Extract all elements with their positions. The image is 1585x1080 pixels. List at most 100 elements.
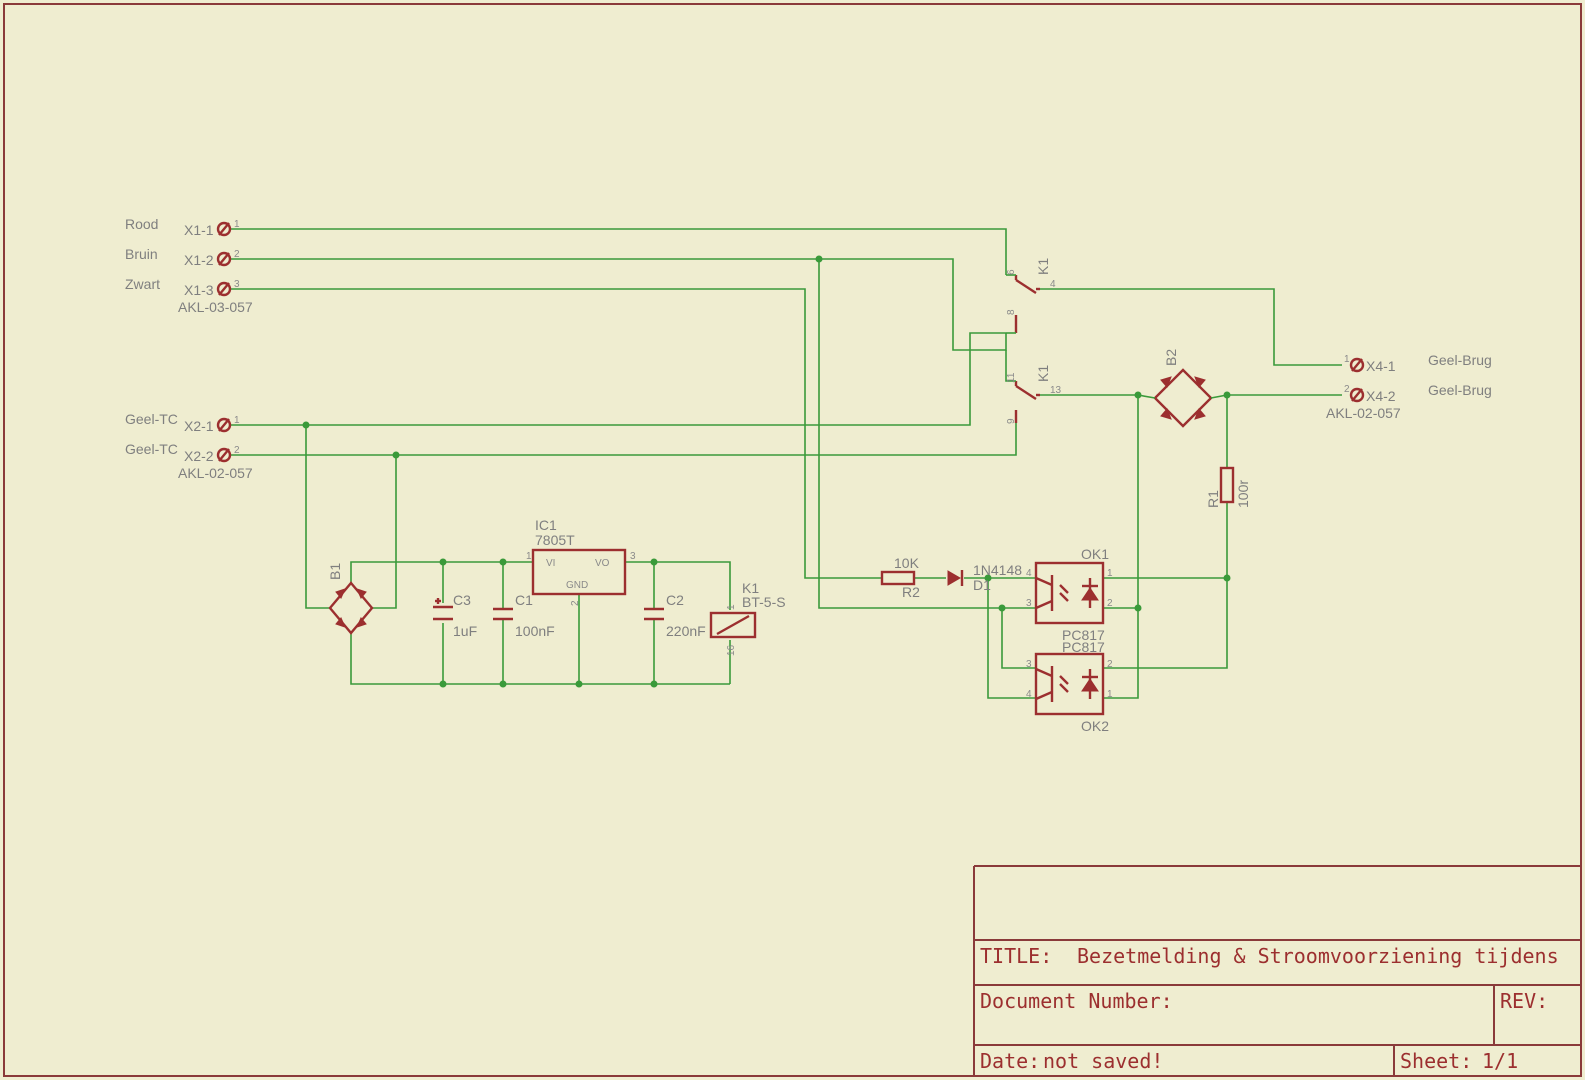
date-value: not saved!: [1043, 1049, 1163, 1073]
wire-label-bruin: Bruin: [125, 246, 158, 262]
pin-number: 2: [234, 249, 240, 260]
component-name-c1: C1: [515, 592, 533, 608]
pin-number: 2: [570, 600, 581, 606]
capacitor-c3[interactable]: C3 1uF: [433, 592, 477, 639]
connector-type-x1: AKL-03-057: [178, 299, 253, 315]
relay-contact-k1-lower[interactable]: K1 11 9 13: [1005, 350, 1062, 424]
pin-number: 13: [1050, 385, 1062, 396]
connector-x2[interactable]: Geel-TC Geel-TC X2-1 X2-2 1 2 AKL-02-057: [125, 411, 253, 481]
optocoupler-ok1[interactable]: OK1 PC817 4 3 1 2: [1026, 546, 1113, 643]
component-name-r1: R1: [1205, 490, 1221, 508]
pin-number: 1: [526, 551, 532, 562]
component-value-ok1: PC817: [1062, 627, 1105, 643]
connector-type-x4: AKL-02-057: [1326, 405, 1401, 421]
pin-number: 2: [234, 445, 240, 456]
pin-number: 3: [1026, 598, 1032, 609]
pin-number: 1: [1107, 689, 1113, 700]
sheet-value: 1/1: [1482, 1049, 1518, 1073]
pin-label-gnd: GND: [566, 580, 588, 591]
pin-number: 1: [234, 219, 240, 230]
component-name-b1: B1: [327, 563, 343, 580]
component-name-k1: K1: [742, 580, 759, 596]
component-name-ok1: OK1: [1081, 546, 1109, 562]
junctions: [302, 255, 1231, 688]
component-name-r2: R2: [902, 584, 920, 600]
pin-number: 1: [234, 415, 240, 426]
diode-d1[interactable]: 1N4148 D1: [947, 562, 1022, 593]
relay-name: K1: [1035, 258, 1051, 275]
pin-number: 1: [1107, 568, 1113, 579]
wire-label-geel-tc-2: Geel-TC: [125, 441, 178, 457]
component-name-ic1: IC1: [535, 517, 557, 533]
pin-number: 3: [234, 279, 240, 290]
resistor-r2[interactable]: 10K R2: [880, 555, 920, 600]
regulator-ic1[interactable]: IC1 7805T VI VO GND 1 3 2: [526, 517, 636, 606]
pin-label-x2-1: X2-1: [184, 418, 214, 434]
component-value-r2: 10K: [894, 555, 920, 571]
pin-label-x1-1: X1-1: [184, 222, 214, 238]
wire-label-zwart: Zwart: [125, 276, 160, 292]
pin-number: 16: [726, 644, 737, 656]
pin-number: 9: [1006, 418, 1017, 424]
bridge-rectifier-b2[interactable]: B2: [1137, 349, 1228, 428]
connector-x1[interactable]: Rood Bruin Zwart X1-1 X1-2 X1-3 1 2 3 AK…: [125, 216, 253, 315]
pin-label-vo: VO: [595, 558, 610, 569]
wire-label-geel-tc-1: Geel-TC: [125, 411, 178, 427]
component-name-d1: D1: [973, 577, 991, 593]
pin-number: 3: [630, 551, 636, 562]
pin-label-x2-2: X2-2: [184, 448, 214, 464]
pin-number: 2: [1344, 384, 1350, 395]
component-value-c1: 100nF: [515, 623, 555, 639]
pin-number: 8: [1006, 309, 1017, 315]
pin-number: 2: [1107, 598, 1113, 609]
sheet-label: Sheet:: [1400, 1049, 1472, 1073]
resistor-r1[interactable]: R1 100r: [1205, 466, 1251, 508]
component-value-c2: 220nF: [666, 623, 706, 639]
component-value-c3: 1uF: [453, 623, 477, 639]
pin-number: 11: [1006, 372, 1017, 383]
date-label: Date:: [980, 1049, 1040, 1073]
bridge-rectifier-b1[interactable]: B1: [327, 563, 374, 635]
capacitor-c2[interactable]: C2 220nF: [644, 592, 706, 639]
title-block: TITLE: Bezetmelding & Stroomvoorziening …: [973, 865, 1581, 1076]
pin-number: 4: [1026, 568, 1032, 579]
pin-number: 4: [1050, 279, 1056, 290]
title-label: TITLE:: [980, 944, 1052, 968]
component-value-d1: 1N4148: [973, 562, 1022, 578]
relay-coil-k1[interactable]: K1 BT-5-S 1 16: [709, 580, 786, 656]
pin-label-x4-1: X4-1: [1366, 358, 1396, 374]
pin-label-x1-2: X1-2: [184, 252, 214, 268]
relay-name: K1: [1035, 365, 1051, 382]
pin-label-x1-3: X1-3: [184, 282, 214, 298]
connector-type-x2: AKL-02-057: [178, 465, 253, 481]
pin-label-x4-2: X4-2: [1366, 388, 1396, 404]
capacitor-c1[interactable]: C1 100nF: [493, 592, 555, 639]
pin-number: 4: [1026, 689, 1032, 700]
pin-number: 2: [1107, 659, 1113, 670]
pin-label-vi: VI: [546, 558, 555, 569]
component-name-ok2: OK2: [1081, 718, 1109, 734]
pin-number: 1: [1344, 354, 1350, 365]
component-value-r1: 100r: [1235, 480, 1251, 508]
document-number-label: Document Number:: [980, 989, 1173, 1013]
component-name-c3: C3: [453, 592, 471, 608]
relay-contact-k1-upper[interactable]: K1 6 8 4: [1006, 258, 1056, 334]
wire-label-geel-brug-1: Geel-Brug: [1428, 352, 1492, 368]
wire-label-rood: Rood: [125, 216, 158, 232]
component-value-ok2: PC817: [1062, 639, 1105, 655]
component-name-c2: C2: [666, 592, 684, 608]
pin-number: 3: [1026, 659, 1032, 670]
revision-label: REV:: [1500, 989, 1548, 1013]
pin-number: 1: [726, 604, 737, 610]
component-value-k1: BT-5-S: [742, 594, 786, 610]
connector-x4[interactable]: 1 2 X4-1 X4-2 Geel-Brug Geel-Brug AKL-02…: [1326, 352, 1492, 421]
component-value-ic1: 7805T: [535, 532, 575, 548]
wires: [229, 228, 1342, 699]
pin-number: 6: [1006, 269, 1017, 275]
optocoupler-ok2[interactable]: PC817 OK2 3 4 2 1: [1026, 639, 1113, 734]
drawing-frame: [3, 3, 1582, 1077]
drawing-title: Bezetmelding & Stroomvoorziening tijdens: [1077, 944, 1559, 968]
wire-label-geel-brug-2: Geel-Brug: [1428, 382, 1492, 398]
component-name-b2: B2: [1163, 349, 1179, 366]
